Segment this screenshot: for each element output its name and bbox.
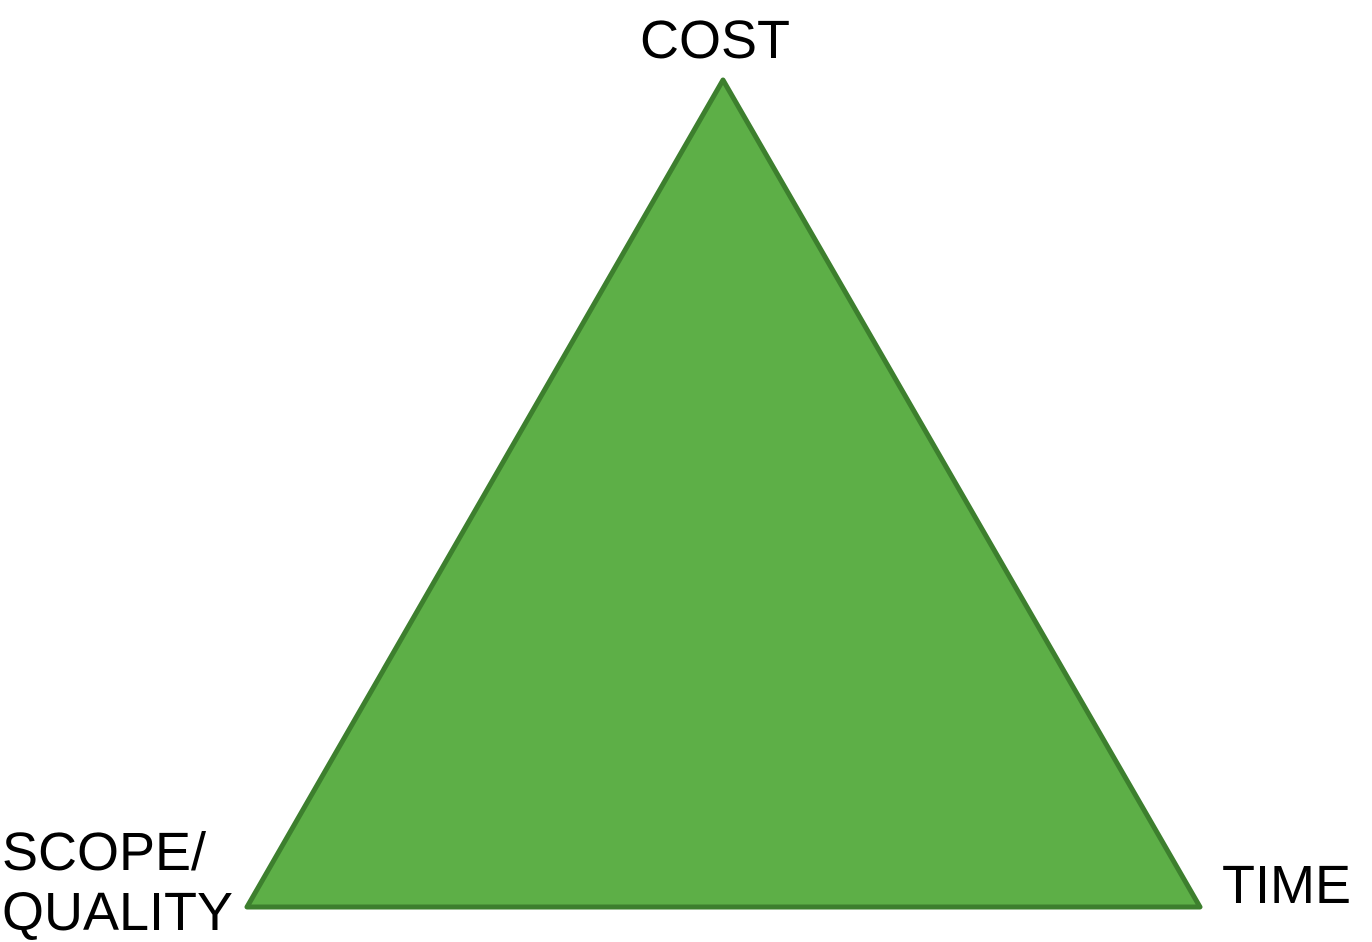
vertex-label-scope-quality: SCOPE/ QUALITY (2, 822, 233, 942)
vertex-label-scope-line: SCOPE/ (2, 822, 207, 882)
vertex-label-quality-line: QUALITY (2, 882, 234, 942)
triangle-shape (244, 77, 1203, 910)
vertex-label-time: TIME (1222, 855, 1351, 915)
vertex-label-cost: COST (640, 10, 791, 70)
